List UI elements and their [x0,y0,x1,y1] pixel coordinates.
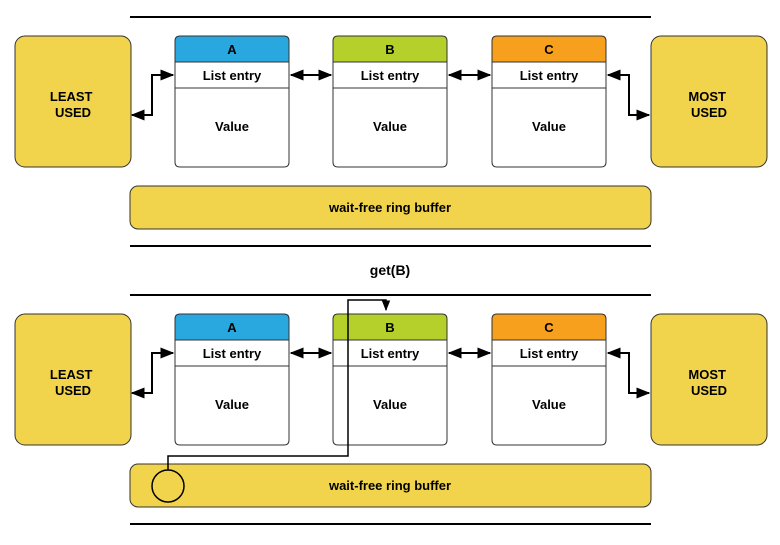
cache-node-c: C List entry Value [491,35,607,168]
node-list-entry: List entry [203,68,262,83]
node-value: Value [373,397,407,412]
cache-node-b: B List entry Value [332,313,448,446]
link-arrow [130,69,175,121]
most-used-label: USED [691,383,727,398]
svg-text:MOST USED: MOST USED [688,89,729,120]
link-arrow [606,69,651,121]
node-key: C [544,42,554,57]
node-value: Value [373,119,407,134]
node-value: Value [532,119,566,134]
operation-label: get(B) [370,262,410,278]
least-used-label: LEAST [50,89,93,104]
ring-buffer-label: wait-free ring buffer [328,478,451,493]
node-key: C [544,320,554,335]
node-key: A [227,320,237,335]
node-value: Value [532,397,566,412]
least-used-label: USED [55,383,91,398]
link-arrow [130,347,175,399]
least-used-label: LEAST [50,367,93,382]
access-pointer-arrow [167,299,391,470]
node-list-entry: List entry [520,346,579,361]
svg-text:LEAST USED: LEAST USED [50,89,96,120]
ring-buffer-slot [151,469,185,503]
most-used-box [650,35,768,168]
most-used-label: MOST [688,367,726,382]
svg-text:LEAST USED: LEAST USED [50,367,96,398]
most-used-label: MOST [688,89,726,104]
node-list-entry: List entry [361,346,420,361]
node-key: B [385,320,394,335]
ring-buffer [129,185,652,230]
cache-node-a: A List entry Value [174,35,290,168]
svg-text:MOST USED: MOST USED [688,367,729,398]
link-arrow [606,347,651,399]
panel-before: LEAST USED MOST USED A List entry Value … [14,35,768,230]
most-used-box [650,313,768,446]
panel-after: LEAST USED MOST USED A List entry Value … [14,299,768,508]
node-list-entry: List entry [520,68,579,83]
cache-node-b: B List entry Value [332,35,448,168]
cache-node-a: A List entry Value [174,313,290,446]
node-value: Value [215,397,249,412]
node-key: B [385,42,394,57]
least-used-label: USED [55,105,91,120]
cache-node-c: C List entry Value [491,313,607,446]
ring-buffer-label: wait-free ring buffer [328,200,451,215]
ring-buffer [129,463,652,508]
most-used-label: USED [691,105,727,120]
node-key: A [227,42,237,57]
node-list-entry: List entry [361,68,420,83]
node-list-entry: List entry [203,346,262,361]
node-value: Value [215,119,249,134]
